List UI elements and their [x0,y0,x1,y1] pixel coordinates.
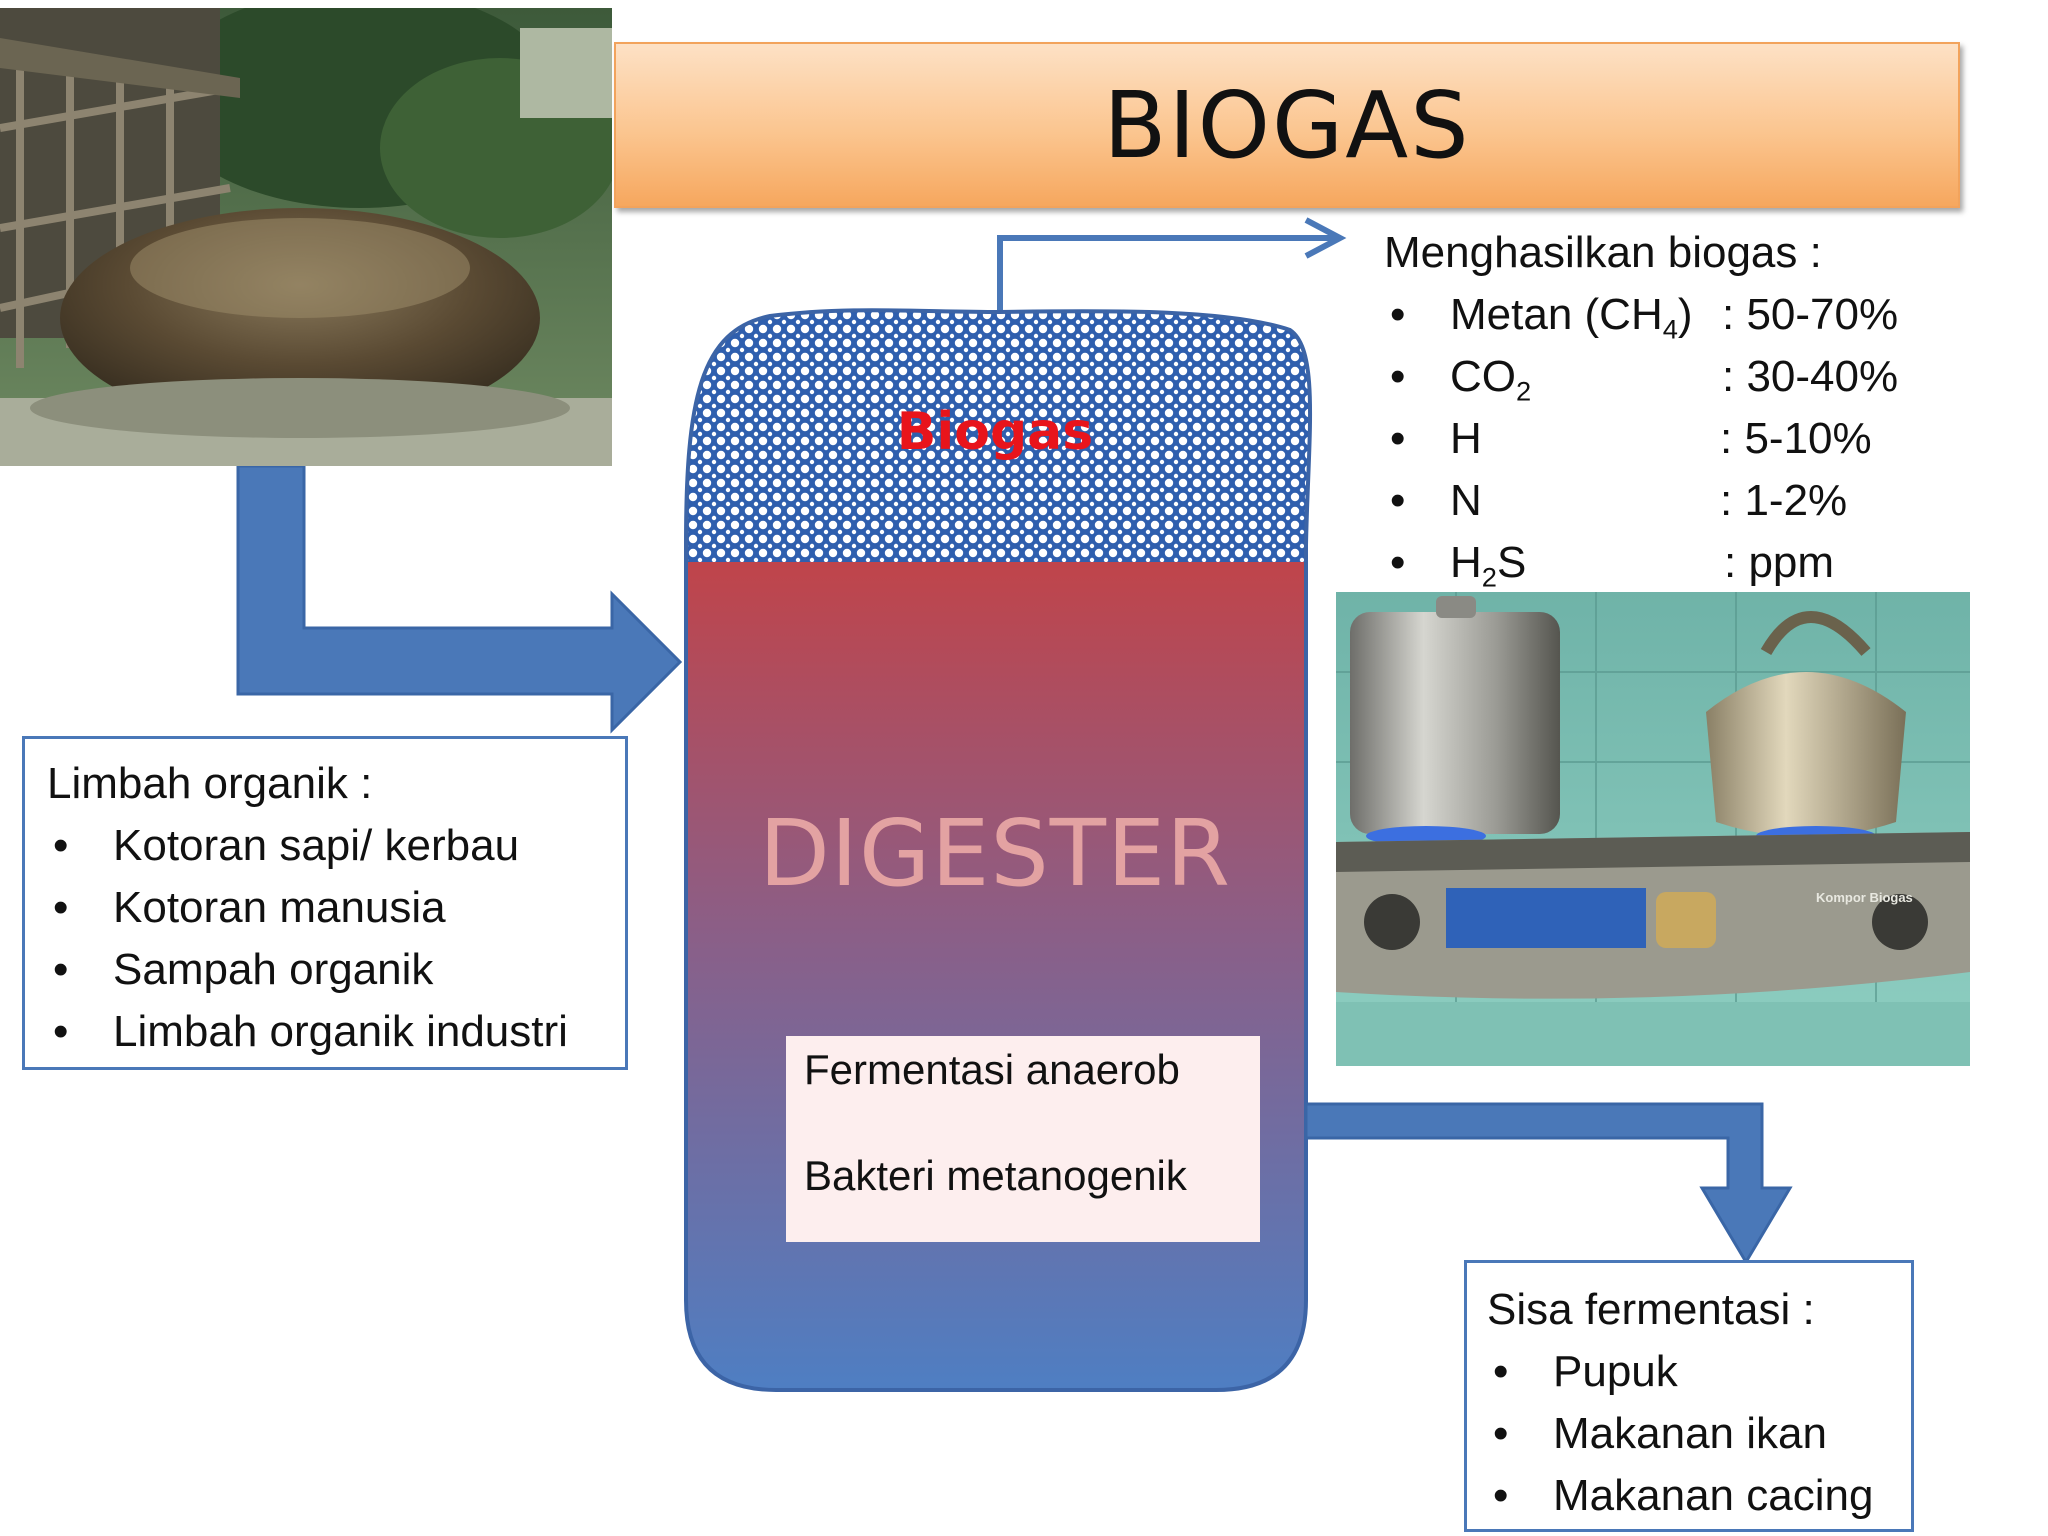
biogas-composition-list: Metan (CH4) : 50-70% CO2 : 30-40% H : 5-… [1384,284,2004,594]
organic-waste-box: Limbah organik : Kotoran sapi/ kerbau Ko… [22,736,628,1070]
list-item: Limbah organik industri [47,1001,625,1063]
gas-output-arrow [997,217,1347,310]
biogas-composition: Menghasilkan biogas : Metan (CH4) : 50-7… [1384,222,2004,594]
title-banner: BIOGAS [614,42,1960,208]
composition-value: : 50-70% [1722,290,1899,339]
fermentation-residue-box: Sisa fermentasi : Pupuk Makanan ikan Mak… [1464,1260,1914,1532]
list-item: Sampah organik [47,939,625,1001]
process-line-bacteria: Bakteri metanogenik [804,1152,1187,1199]
composition-item-hydrogen: H : 5-10% [1384,408,2004,470]
manure-pile-photo [0,8,612,466]
composition-item-co2: CO2 : 30-40% [1384,346,2004,408]
biogas-composition-heading: Menghasilkan biogas : [1384,228,1822,277]
residue-arrow [1304,1102,1793,1265]
composition-item-h2s: H2S : ppm [1384,532,2004,594]
residue-list: Pupuk Makanan ikan Makanan cacing [1487,1341,1911,1527]
list-item: Makanan ikan [1487,1403,1911,1465]
composition-item-methane: Metan (CH4) : 50-70% [1384,284,2004,346]
list-item: Kotoran sapi/ kerbau [47,815,625,877]
digester-tank [684,308,1313,1392]
composition-value: : ppm [1724,538,1835,587]
organic-waste-heading: Limbah organik : [47,759,373,808]
biogas-stove-photo: Kompor Biogas [1336,592,1970,1066]
process-line-fermentation: Fermentasi anaerob [804,1046,1180,1093]
list-item: Pupuk [1487,1341,1911,1403]
organic-waste-list: Kotoran sapi/ kerbau Kotoran manusia Sam… [47,815,625,1063]
process-box: Fermentasi anaerob Bakteri metanogenik [786,1036,1260,1242]
list-item: Makanan cacing [1487,1465,1911,1527]
biogas-gas-label: Biogas [896,402,1094,462]
page-title: BIOGAS [1103,71,1471,179]
list-item: Kotoran manusia [47,877,625,939]
input-arrow [236,464,683,734]
composition-value: : 1-2% [1720,476,1848,525]
stove-brand-text: Kompor Biogas [1816,890,1913,905]
composition-value: : 5-10% [1720,414,1872,463]
composition-item-nitrogen: N : 1-2% [1384,470,2004,532]
residue-heading: Sisa fermentasi : [1487,1285,1815,1334]
digester-label: DIGESTER [758,800,1232,907]
composition-value: : 30-40% [1722,352,1899,401]
